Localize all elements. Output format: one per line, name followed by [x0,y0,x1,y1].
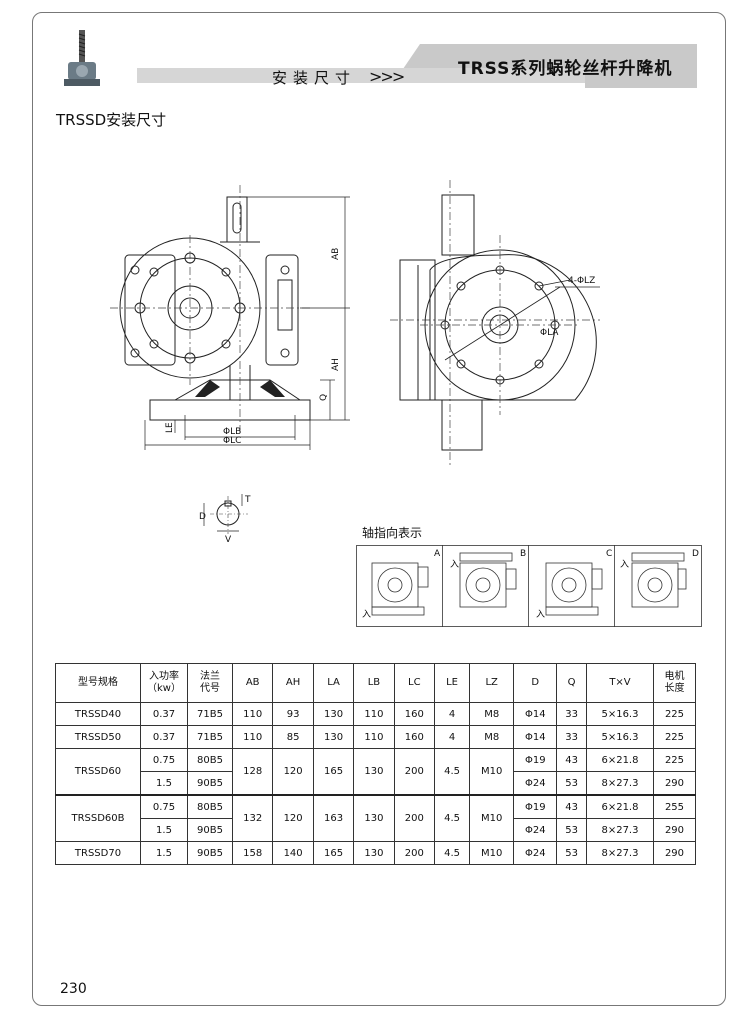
table-row: TRSSD70 1.5 90B5 158 140 165 130 200 4.5… [55,841,697,865]
page-subtitle: TRSSD安装尺寸 [56,111,167,129]
dim-label-q: Q [319,394,329,401]
page-frame [32,12,726,1006]
direction-panel-c-label: C [606,549,612,559]
direction-panel-a-label: A [434,549,441,559]
direction-panel-c-input: 入 [536,609,545,620]
col-ah: AH [272,663,314,703]
dim-label-lb: ΦLB [223,427,241,437]
col-motor: 电机长度 [652,663,697,703]
dim-label-la: ΦLA [540,328,559,338]
table-row: TRSSD40 0.37 71B5 110 93 130 110 160 4 M… [55,702,697,726]
col-lb: LB [353,663,395,703]
screw-jack-logo-icon [64,30,100,86]
col-lz: LZ [469,663,515,703]
section-label: 安装尺寸 [272,69,357,87]
col-flange: 法兰代号 [187,663,233,703]
table-row: 1.5 90B5 Φ24 53 8×27.3 290 [56,771,697,796]
spec-table: 型号规格 入功率（kw） 法兰代号 AB AH LA LB LC LE LZ D… [55,663,697,865]
col-q: Q [556,663,587,703]
dim-label-ah: AH [331,358,341,371]
installation-drawing: AB AH Q LE ΦLB ΦLC 4-ΦLZ ΦLA [110,180,600,465]
col-lc: LC [393,663,436,703]
dim-label-ab: AB [331,248,341,260]
table-row: TRSSD50 0.37 71B5 110 85 130 110 160 4 M… [55,725,697,749]
col-le: LE [434,663,471,703]
direction-panel-b-label: B [520,549,526,559]
dim-label-v: V [225,535,232,545]
chevron-right-icon: >>> [369,67,405,86]
table-row: TRSSD60B 0.75 80B5 132 120 163 130 200 4… [55,794,697,842]
dim-label-lz: 4-ΦLZ [568,276,595,286]
col-tv: T×V [585,663,654,703]
dim-label-t: T [244,495,251,505]
direction-panel-a-input: 入 [362,609,371,620]
dim-label-d: D [199,512,206,522]
shaft-direction-title: 轴指向表示 [362,526,423,540]
dim-label-le: LE [165,422,175,433]
shaft-key-detail: D T V [199,494,251,545]
col-model: 型号规格 [55,663,141,703]
col-la: LA [312,663,355,703]
page-number: 230 [60,981,87,997]
direction-panel-d-label: D [692,549,699,559]
shaft-direction-diagrams: A B C D 入 入 入 入 [356,545,702,627]
header-band-underline [137,83,585,89]
table-row: TRSSD60 0.75 80B5 128 120 165 130 200 4.… [55,748,697,796]
dim-label-lc: ΦLC [223,436,241,446]
direction-panel-b-input: 入 [450,559,459,570]
col-power: 入功率（kw） [140,663,188,703]
spec-table-header: 型号规格 入功率（kw） 法兰代号 AB AH LA LB LC LE LZ D… [55,663,697,703]
col-ab: AB [231,663,274,703]
col-d: D [513,663,558,703]
series-title: TRSS系列蜗轮丝杆升降机 [458,59,673,79]
direction-panel-d-input: 入 [620,559,629,570]
